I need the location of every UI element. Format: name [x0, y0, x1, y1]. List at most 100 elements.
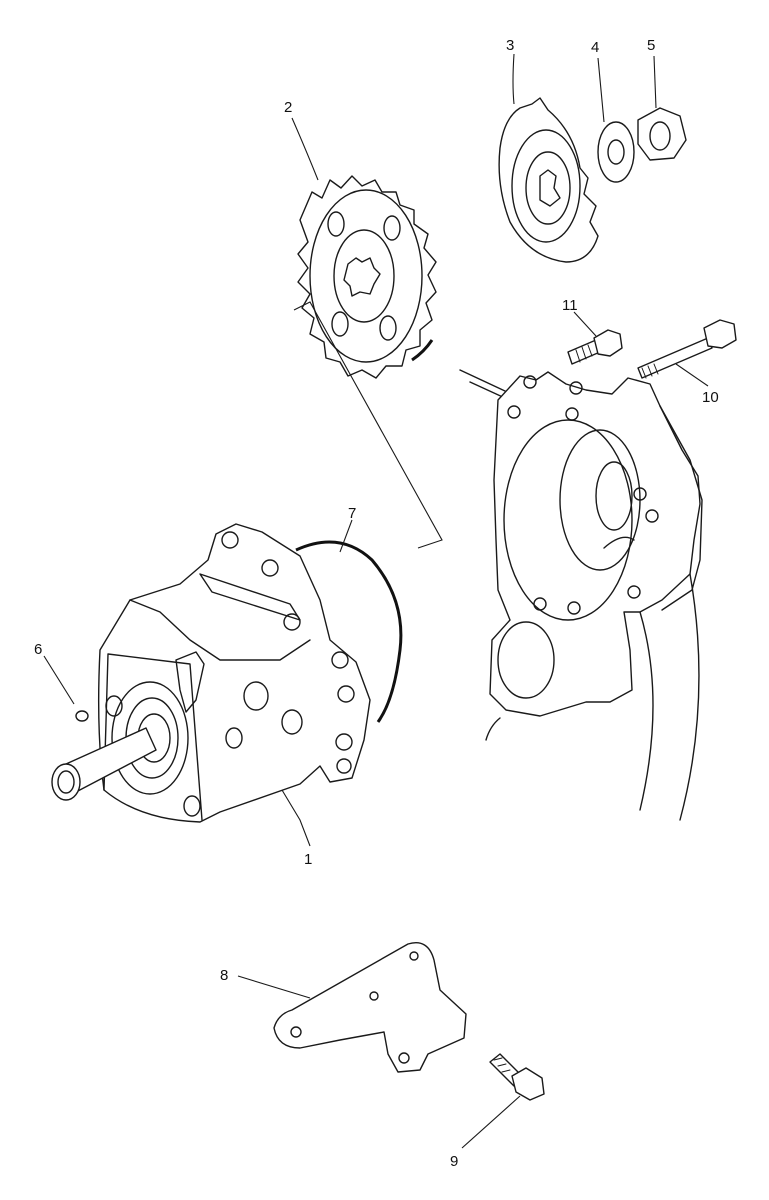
part-2-sprocket: [297, 175, 437, 379]
case-bore-arc: [603, 536, 635, 549]
washer-hole: [607, 139, 625, 165]
part-10-long-bolt: [637, 319, 737, 379]
sprocket-gear-teeth: [297, 175, 437, 379]
pump-bearing-outer: [111, 681, 189, 795]
callout-4: 4: [591, 39, 599, 56]
pump-mount-hole-2: [261, 559, 279, 577]
pump-mount-hole-1: [221, 531, 239, 549]
engine-case-housing: [459, 369, 703, 821]
case-contour-2: [679, 573, 700, 821]
callout-7: 7: [348, 505, 356, 522]
short-bolt-threads: [575, 344, 593, 363]
drive-plate-hub: [525, 151, 571, 225]
drive-plate-inner-rim: [511, 129, 581, 243]
pump-mount-hole-7: [336, 758, 352, 774]
pump-lower-boss: [105, 695, 123, 717]
gasket-hole-5: [633, 487, 647, 501]
gasket-hole-4: [565, 407, 579, 421]
pump-shaft-bore: [57, 770, 75, 794]
part-5-nut: [637, 107, 687, 161]
leader-1: [281, 789, 311, 847]
long-bolt-shank: [637, 337, 713, 379]
assembly-bracket-line: [293, 301, 443, 549]
pump-top-face: [129, 599, 311, 661]
pump-boss-3: [225, 727, 243, 749]
part-4-washer: [597, 121, 635, 183]
pump-mount-hole-6: [335, 733, 353, 751]
case-contour-1: [639, 611, 654, 811]
callout-8: 8: [220, 967, 228, 984]
callout-5: 5: [647, 37, 655, 54]
pump-mount-hole-4: [331, 651, 349, 669]
callout-11: 11: [562, 297, 578, 314]
bracket-hole-1: [290, 1026, 302, 1038]
case-lower-port: [497, 621, 555, 699]
bracket-hole-3: [398, 1052, 410, 1064]
part-3-drive-plate: [498, 97, 599, 263]
gasket-hole-3: [507, 405, 521, 419]
case-flange-right: [659, 405, 703, 611]
pump-boss-4: [183, 795, 201, 817]
pump-boss-1: [243, 681, 269, 711]
short-bolt-head: [593, 329, 623, 357]
part-6-dowel-pin: [75, 710, 89, 722]
gasket-hole-7: [533, 597, 547, 611]
sprocket-hole-1: [327, 211, 345, 237]
drive-plate-spline: [539, 169, 561, 207]
nut-hole: [649, 121, 671, 151]
sprocket-hole-4: [379, 315, 397, 341]
leader-7: [339, 519, 353, 553]
part-7-o-ring: [295, 540, 403, 723]
callout-10: 10: [702, 389, 719, 406]
pump-mount-hole-3: [283, 613, 301, 631]
part-8-bracket: [273, 942, 467, 1073]
gasket-plate: [489, 371, 701, 717]
long-bolt-head: [703, 319, 737, 349]
callout-2: 2: [284, 99, 292, 116]
leader-4: [597, 57, 605, 123]
leader-5: [653, 55, 657, 109]
bracket-hole-4: [409, 951, 419, 961]
leader-lines: [43, 53, 709, 1149]
sprocket-edge-shadow: [411, 339, 434, 362]
pump-body-outline: [97, 523, 371, 823]
callout-6: 6: [34, 641, 42, 658]
sprocket-face: [309, 189, 423, 363]
callout-1: 1: [304, 851, 312, 868]
sprocket-hole-2: [383, 215, 401, 241]
pump-boss-2: [281, 709, 303, 735]
leader-2: [291, 117, 319, 181]
drive-plate-outline: [498, 97, 599, 263]
pump-clip: [175, 651, 205, 713]
case-large-bore: [503, 419, 633, 621]
callout-labels: 1 2 3 4 5 6 7 8 9 10 11: [34, 37, 719, 1170]
leader-6: [43, 655, 75, 705]
bracket-bolt-head: [511, 1067, 545, 1101]
sprocket-hole-3: [331, 311, 349, 337]
part-1-pump-body: [51, 523, 371, 823]
part-9-bracket-bolt: [489, 1053, 545, 1101]
pump-shaft-end: [51, 763, 81, 801]
part-11-short-bolt: [567, 329, 623, 365]
callout-3: 3: [506, 37, 514, 54]
sprocket-inner-ring: [333, 229, 395, 323]
gasket-hole-1: [523, 375, 537, 389]
gasket-hole-9: [627, 585, 641, 599]
leader-9: [461, 1095, 521, 1149]
case-bore-shaft: [595, 461, 633, 531]
bracket-hole-2: [369, 991, 379, 1001]
leader-11: [573, 311, 597, 337]
gasket-hole-2: [569, 381, 583, 395]
leader-8: [237, 975, 311, 999]
leader-10: [675, 363, 709, 387]
long-bolt-threads: [641, 363, 659, 379]
dowel-pin: [75, 710, 89, 722]
pump-front-face: [103, 653, 203, 821]
callout-9: 9: [450, 1153, 458, 1170]
nut-hex: [637, 107, 687, 161]
leader-3: [512, 53, 515, 105]
gasket-hole-6: [645, 509, 659, 523]
bracket-bolt-threads: [493, 1057, 511, 1073]
case-contour-3: [485, 717, 501, 741]
